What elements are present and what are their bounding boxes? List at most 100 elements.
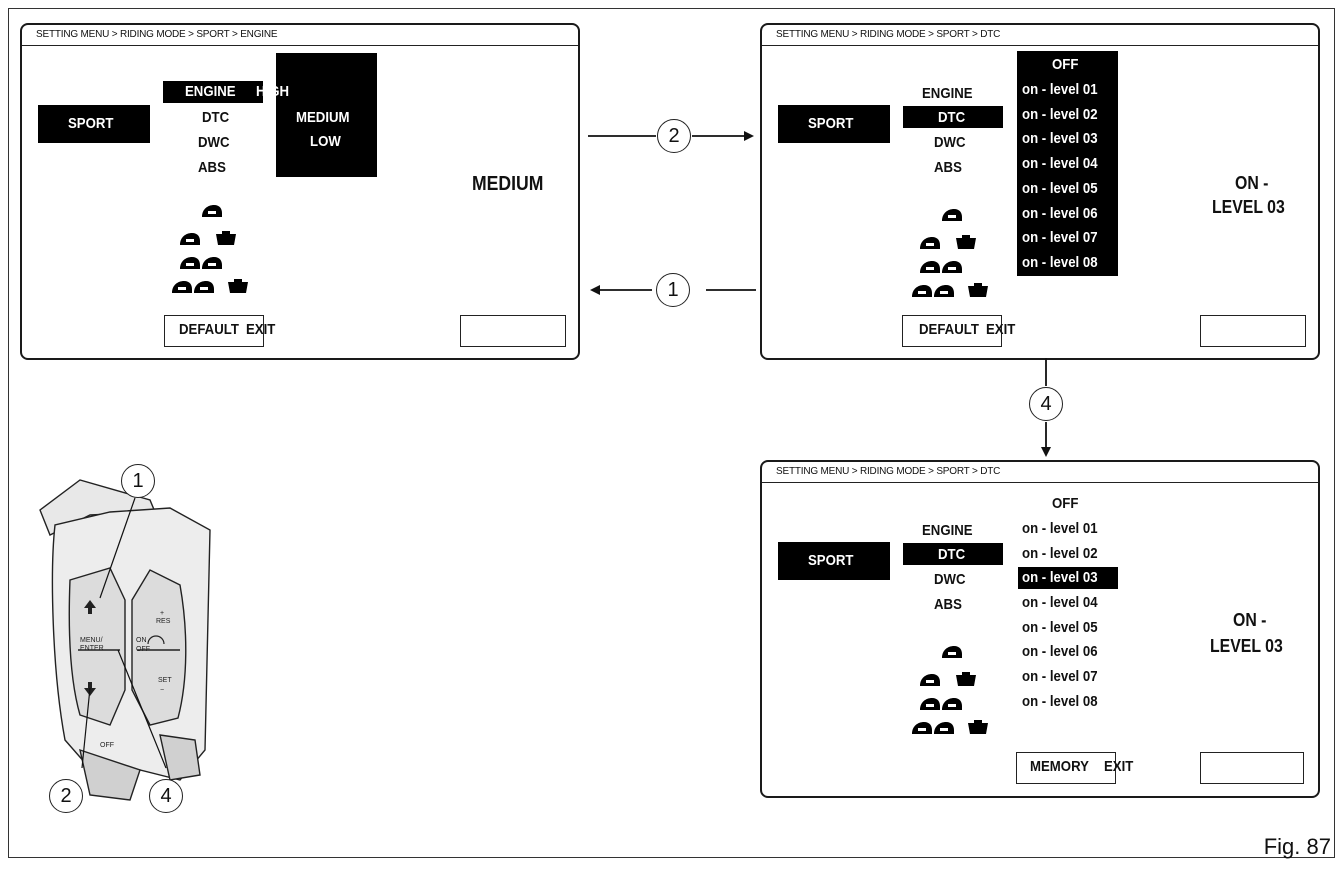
helmet-icon — [942, 646, 962, 658]
breadcrumb: SETTING MENU > RIDING MODE > SPORT > DTC — [762, 25, 1318, 46]
panel-dtc-memory: SETTING MENU > RIDING MODE > SPORT > DTC… — [760, 460, 1320, 798]
default-label: DEFAULT — [179, 321, 239, 338]
default-button[interactable] — [902, 315, 1002, 347]
option-low[interactable]: LOW — [310, 133, 341, 150]
level-item[interactable]: on - level 01 — [1022, 520, 1098, 537]
mode-label: SPORT — [808, 115, 854, 132]
helmet-icon — [172, 281, 192, 293]
level-item[interactable]: on - level 07 — [1022, 229, 1098, 246]
helmet-icon — [180, 257, 200, 269]
menu-item-abs[interactable]: ABS — [934, 596, 962, 613]
exit-label[interactable]: EXIT — [986, 321, 1016, 338]
breadcrumb: SETTING MENU > RIDING MODE > SPORT > ENG… — [22, 25, 578, 46]
mode-highlight — [778, 105, 890, 143]
right-soft-button[interactable] — [460, 315, 566, 347]
helmet-icons — [172, 205, 248, 293]
helmet-icon — [202, 205, 222, 217]
helmet-icon — [912, 285, 932, 297]
menu-item-dtc[interactable]: DTC — [938, 109, 966, 126]
value-line1: ON - — [1235, 173, 1269, 193]
helmet-icon — [934, 722, 954, 734]
level-item[interactable]: on - level 05 — [1022, 180, 1098, 197]
levels-highlight — [1017, 51, 1118, 276]
level-item[interactable]: on - level 04 — [1022, 155, 1098, 172]
level-item[interactable]: on - level 06 — [1022, 643, 1098, 660]
menu-highlight — [903, 543, 1003, 565]
up-arrow-icon — [84, 600, 96, 614]
callout-menu-enter-button: 4 — [149, 779, 183, 813]
helmet-icon — [920, 674, 940, 686]
luggage-icon — [956, 235, 976, 249]
luggage-icon — [968, 720, 988, 734]
luggage-icon — [228, 279, 248, 293]
level-item[interactable]: on - level 08 — [1022, 693, 1098, 710]
level-item[interactable]: on - level 02 — [1022, 545, 1098, 562]
callout-up-button: 1 — [121, 464, 155, 498]
step-marker-forward: 2 — [657, 119, 691, 153]
menu-item-dtc[interactable]: DTC — [202, 109, 230, 126]
menu-item-dtc[interactable]: DTC — [938, 546, 966, 563]
res-label: + — [160, 610, 164, 617]
right-pod — [131, 569, 187, 726]
memory-button[interactable] — [1016, 752, 1116, 784]
svg-text:OFF: OFF — [136, 646, 150, 653]
helmet-icon — [194, 281, 214, 293]
svg-text:−: − — [160, 687, 164, 694]
menu-highlight — [903, 106, 1003, 128]
off-label: OFF — [100, 742, 114, 749]
svg-text:RES: RES — [156, 618, 171, 625]
options-highlight — [276, 53, 377, 177]
menu-item-engine[interactable]: ENGINE — [185, 83, 236, 100]
level-highlight — [1018, 567, 1118, 589]
menu-item-dwc[interactable]: DWC — [934, 571, 966, 588]
level-item[interactable]: on - level 02 — [1022, 106, 1098, 123]
level-item[interactable]: on - level 01 — [1022, 81, 1098, 98]
cruise-icon — [147, 635, 165, 645]
panel-engine: SETTING MENU > RIDING MODE > SPORT > ENG… — [20, 23, 580, 360]
right-soft-button[interactable] — [1200, 752, 1304, 784]
step-marker-back: 1 — [656, 273, 690, 307]
callout-down-button: 2 — [49, 779, 83, 813]
level-item[interactable]: on - level 03 — [1022, 569, 1098, 586]
helmet-icon — [942, 209, 962, 221]
panel-dtc: SETTING MENU > RIDING MODE > SPORT > DTC… — [760, 23, 1320, 360]
default-button[interactable] — [164, 315, 264, 347]
menu-item-engine[interactable]: ENGINE — [922, 522, 973, 539]
menu-item-dwc[interactable]: DWC — [198, 134, 230, 151]
memory-label: MEMORY — [1030, 758, 1089, 775]
level-item[interactable]: on - level 07 — [1022, 668, 1098, 685]
luggage-icon — [216, 231, 236, 245]
option-medium[interactable]: MEDIUM — [296, 109, 350, 126]
step-marker-down: 4 — [1029, 387, 1063, 421]
default-label: DEFAULT — [919, 321, 979, 338]
set-label: SET — [158, 677, 172, 684]
menu-enter-label: MENU/ — [80, 637, 103, 644]
menu-item-dwc[interactable]: DWC — [934, 134, 966, 151]
off-switch — [79, 748, 141, 801]
mode-highlight — [38, 105, 150, 143]
helmet-icons — [912, 209, 988, 297]
level-item[interactable]: OFF — [1052, 495, 1079, 512]
menu-item-abs[interactable]: ABS — [198, 159, 226, 176]
option-high[interactable]: HIGH — [256, 83, 289, 100]
helmet-icons — [912, 646, 988, 734]
current-value: MEDIUM — [472, 173, 544, 195]
level-item[interactable]: OFF — [1052, 56, 1079, 73]
level-item[interactable]: on - level 05 — [1022, 619, 1098, 636]
level-item[interactable]: on - level 03 — [1022, 130, 1098, 147]
helmet-icon — [942, 261, 962, 273]
exit-label[interactable]: EXIT — [246, 321, 276, 338]
figure-frame — [8, 8, 1335, 858]
level-item[interactable]: on - level 06 — [1022, 205, 1098, 222]
value-line1: ON - — [1233, 610, 1267, 630]
onoff-label: ON — [136, 637, 147, 644]
level-item[interactable]: on - level 08 — [1022, 254, 1098, 271]
menu-item-engine[interactable]: ENGINE — [922, 85, 973, 102]
menu-item-abs[interactable]: ABS — [934, 159, 962, 176]
menu-highlight — [163, 81, 263, 103]
handlebar-switch-illustration: MENU/ ENTER + RES SET − ON OFF OFF — [39, 479, 211, 801]
level-item[interactable]: on - level 04 — [1022, 594, 1098, 611]
right-soft-button[interactable] — [1200, 315, 1306, 347]
figure-label: Fig. 87 — [1263, 834, 1331, 859]
exit-label[interactable]: EXIT — [1104, 758, 1134, 775]
